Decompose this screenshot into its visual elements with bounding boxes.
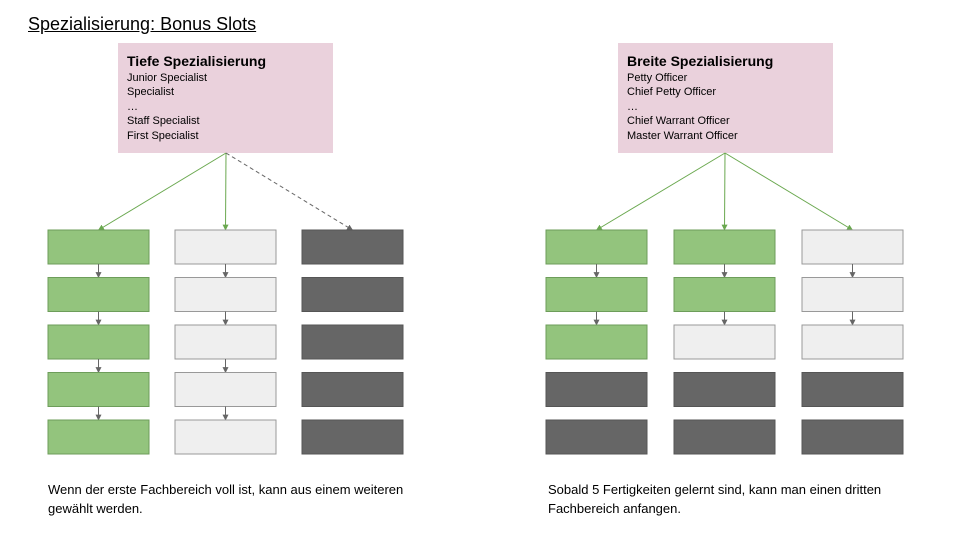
broad-specialization-caption: Sobald 5 Fertigkeiten gelernt sind, kann…	[548, 482, 882, 516]
slot-empty	[174, 277, 277, 312]
slot-filled	[545, 324, 648, 360]
slot-filled	[47, 419, 150, 455]
slot-empty	[174, 419, 277, 455]
slot-empty	[673, 324, 776, 360]
slot-link-arrow	[97, 152, 227, 231]
slot-locked	[301, 277, 404, 312]
slot-filled	[47, 324, 150, 360]
slot-empty	[174, 372, 277, 407]
deep-specialization-box: Tiefe Spezialisierung Junior Specialist …	[118, 43, 333, 153]
slot-locked	[673, 419, 776, 455]
slot-empty	[174, 324, 277, 360]
slot-filled	[673, 277, 776, 312]
slot-link-arrow-dashed	[225, 152, 354, 231]
slot-locked	[545, 372, 648, 407]
slot-locked	[301, 419, 404, 455]
slot-filled	[47, 277, 150, 312]
page-title: Spezialisierung: Bonus Slots	[28, 14, 257, 34]
rank-label: Specialist	[127, 86, 175, 99]
slot-filled	[673, 229, 776, 265]
slot-locked	[301, 324, 404, 360]
slot-locked	[545, 419, 648, 455]
rank-label: Junior Specialist	[127, 72, 208, 84]
slot-empty	[174, 229, 277, 265]
slot-empty	[801, 277, 904, 312]
deep-specialization-caption: Wenn der erste Fachbereich voll ist, kan…	[48, 482, 404, 516]
deep-specialization-title: Tiefe Spezialisierung	[127, 53, 267, 69]
rank-label: Staff Specialist	[127, 115, 200, 128]
rank-label: Chief Warrant Officer	[627, 115, 730, 128]
rank-label: …	[627, 100, 638, 113]
slot-empty	[801, 229, 904, 265]
slot-link-arrow	[724, 152, 854, 231]
slot-link-arrow	[721, 152, 728, 231]
slot-filled	[47, 372, 150, 407]
slot-link-arrow	[222, 152, 229, 231]
rank-label: …	[127, 100, 138, 113]
slot-filled	[545, 229, 648, 265]
slot-locked	[801, 419, 904, 455]
rank-label: First Specialist	[127, 129, 199, 142]
rank-label: Chief Petty Officer	[627, 86, 717, 99]
slot-locked	[801, 372, 904, 407]
rank-label: Master Warrant Officer	[627, 129, 738, 142]
rank-label: Petty Officer	[627, 72, 688, 84]
slot-filled	[545, 277, 648, 312]
slot-locked	[301, 229, 404, 265]
slot-link-arrow	[595, 152, 726, 231]
slot-locked	[301, 372, 404, 407]
slot-filled	[47, 229, 150, 265]
broad-specialization-title: Breite Spezialisierung	[627, 53, 774, 69]
slot-locked	[673, 372, 776, 407]
broad-specialization-box: Breite Spezialisierung Petty Officer Chi…	[618, 43, 833, 153]
slot-empty	[801, 324, 904, 360]
